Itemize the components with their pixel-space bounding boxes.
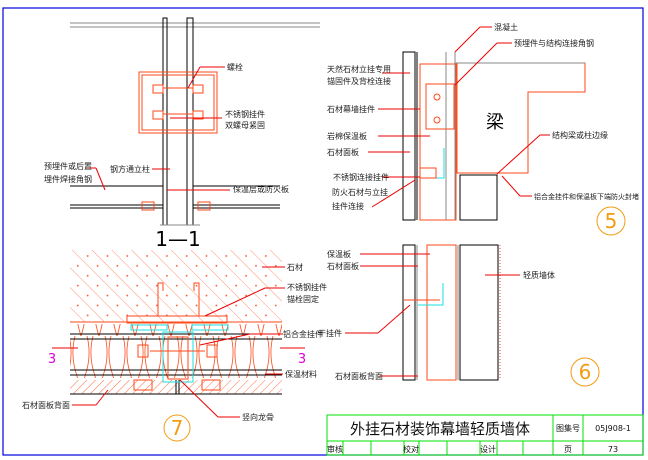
- section-number-7: 7: [171, 416, 184, 440]
- section-mark-left: 3: [48, 352, 56, 367]
- label-light-wall: 轻质墙体: [523, 270, 555, 280]
- label-panel-back-7: 石材面板背面: [22, 400, 70, 410]
- section-1-1: 螺栓 不锈钢挂件 双螺母紧固 预埋件或后置 埋件焊接角钢 钢方通立柱 保温层或防…: [44, 17, 320, 251]
- label-bolt: 螺栓: [227, 62, 243, 72]
- atlas-number: 05J908-1: [595, 424, 631, 433]
- label-vertical-keel: 竖向龙骨: [242, 412, 274, 422]
- label-fire-stone-1: 防火石材与立挂: [332, 187, 388, 197]
- check-label: 校对: [403, 444, 419, 454]
- section-title-1-1: 1—1: [155, 227, 200, 251]
- beam-label: 梁: [486, 112, 504, 133]
- label-angle-steel: 埋件焊接角钢: [44, 174, 92, 184]
- drawing-title: 外挂石材装饰幕墙轻质墙体: [350, 420, 530, 438]
- label-stone-face: 石材面板: [327, 261, 359, 271]
- label-insulation-material: 保温材料: [285, 369, 317, 379]
- label-steel-hanger: 不锈钢挂件: [225, 109, 265, 119]
- label-concrete: 混凝土: [494, 22, 518, 32]
- page-number: 73: [608, 445, 618, 454]
- section-6: 6 保温板 石材面板 轻质墙体 干挂件 石材面板背面: [318, 244, 600, 387]
- label-embed-angle: 预埋件与结构连接角钢: [514, 38, 594, 48]
- label-steel-column: 钢方通立柱: [110, 164, 150, 174]
- label-dry-hanger: 干挂件: [318, 328, 342, 338]
- label-fire-seal: 铝合金挂件和保温板下端防火封堵: [534, 192, 639, 201]
- sheet-border: [2, 7, 644, 456]
- label-stone: 石材: [287, 262, 303, 272]
- label-steel-connector: 不锈钢连接挂件: [333, 172, 389, 182]
- section-number-5: 5: [605, 209, 618, 233]
- section-number-6: 6: [579, 360, 592, 384]
- label-anchor-bolt: 锚栓固定: [287, 294, 319, 304]
- label-aluminum-hanger: 铝合金挂件: [283, 329, 323, 339]
- design-label: 设计: [480, 444, 496, 454]
- label-anchor-1: 天然石材立挂专用: [327, 64, 391, 74]
- label-fire-stone-2: 挂件连接: [332, 201, 364, 211]
- page-label: 页: [564, 445, 572, 454]
- title-block: [326, 414, 644, 456]
- label-insulation: 保温层或防火板: [233, 184, 289, 194]
- label-rockwool: 岩棉保温板: [327, 131, 367, 141]
- label-beam-edge: 结构梁或柱边缘: [552, 130, 608, 140]
- section-7: 3 3 7 石材 不锈钢挂件 锚栓固定 铝合金挂件 保温材料 石材面板背面 竖向…: [22, 250, 327, 442]
- label-panel-back: 石材面板背面: [335, 371, 383, 381]
- label-double-nut: 双螺母紧固: [225, 120, 265, 130]
- label-curtain-hanger: 石材幕墙挂件: [327, 104, 375, 114]
- label-insulation-board: 保温板: [327, 249, 351, 259]
- label-steel-hanger-7: 不锈钢挂件: [287, 282, 327, 292]
- section-5: 梁 5 混凝土 预埋件与结构连接角钢 天然石材立挂专用 锚固件及背栓连接 石材幕…: [327, 22, 639, 236]
- section-mark-right: 3: [298, 352, 306, 367]
- label-embed: 预埋件或后置: [44, 161, 92, 171]
- label-anchor-2: 锚固件及背栓连接: [327, 76, 391, 86]
- atlas-number-label: 图集号: [556, 423, 580, 433]
- review-label: 审核: [327, 444, 343, 454]
- label-stone-panel: 石材面板: [327, 147, 359, 157]
